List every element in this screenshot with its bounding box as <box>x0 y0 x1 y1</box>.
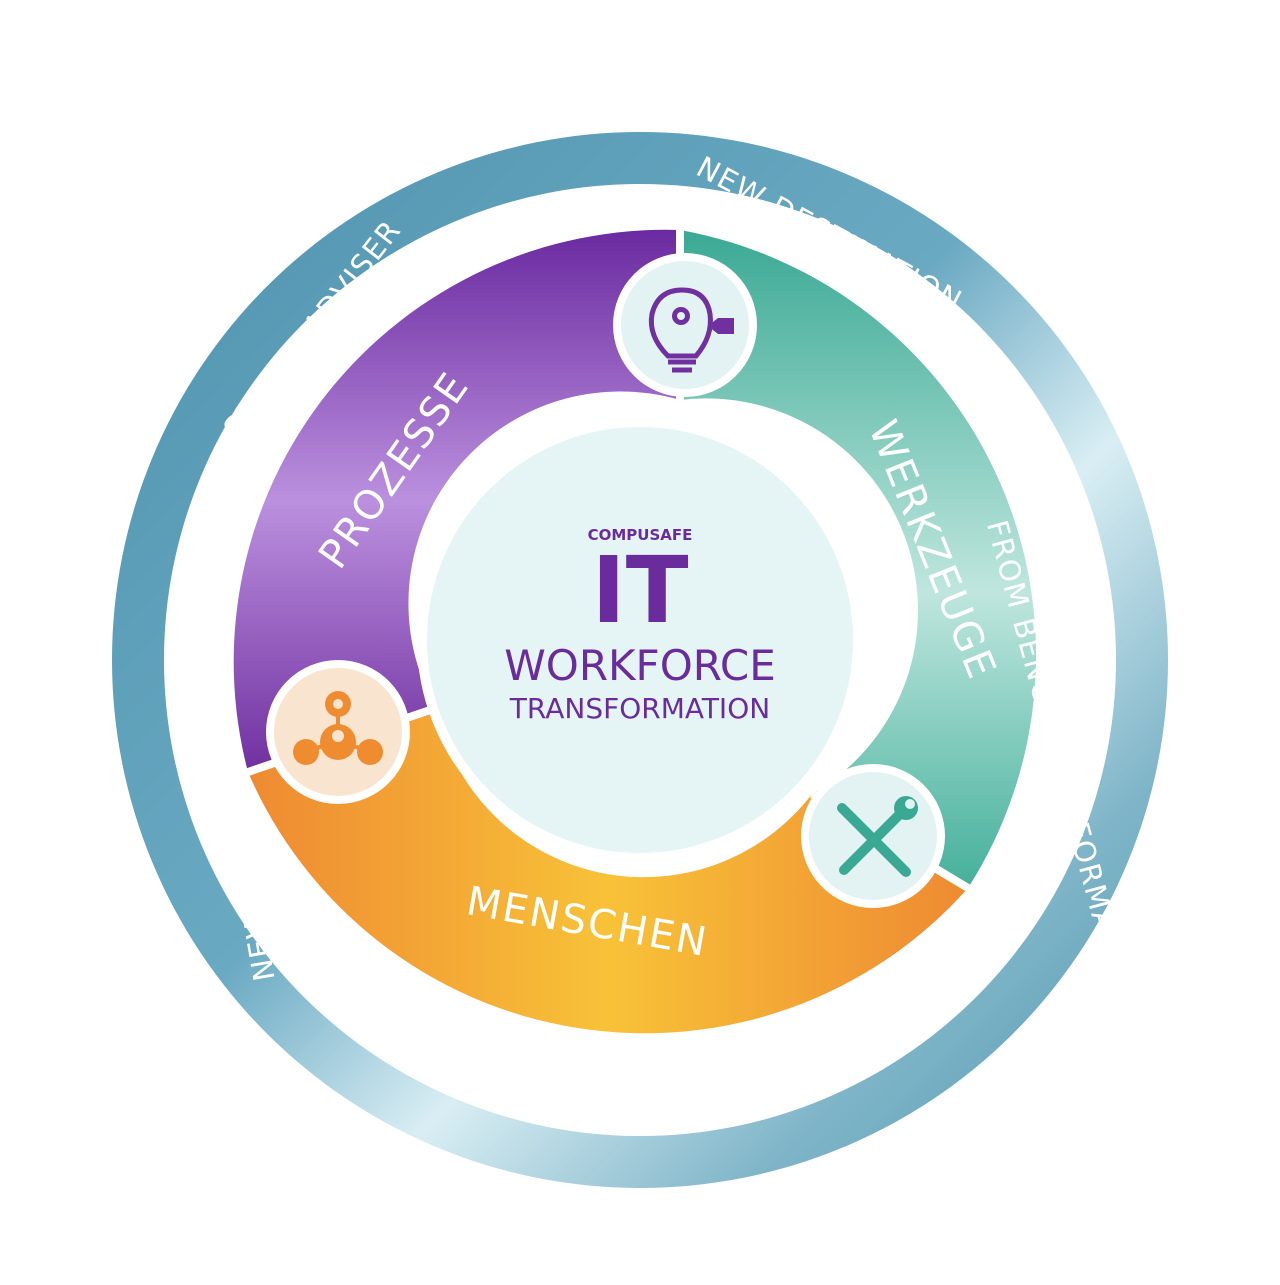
brand-label: COMPUSAFE <box>588 526 693 544</box>
segment-menschen <box>248 708 968 1034</box>
people-network-icon <box>266 660 410 804</box>
center-circle <box>417 417 863 863</box>
segment-prozesse <box>233 229 681 773</box>
lightbulb-gear-icon <box>613 253 757 397</box>
tools-icon <box>801 764 945 908</box>
transformation-label: TRANSFORMATION <box>509 692 770 725</box>
workforce-label: WORKFORCE <box>504 641 775 690</box>
it-title: IT <box>592 537 689 644</box>
segment-werkzeuge <box>680 230 1037 888</box>
